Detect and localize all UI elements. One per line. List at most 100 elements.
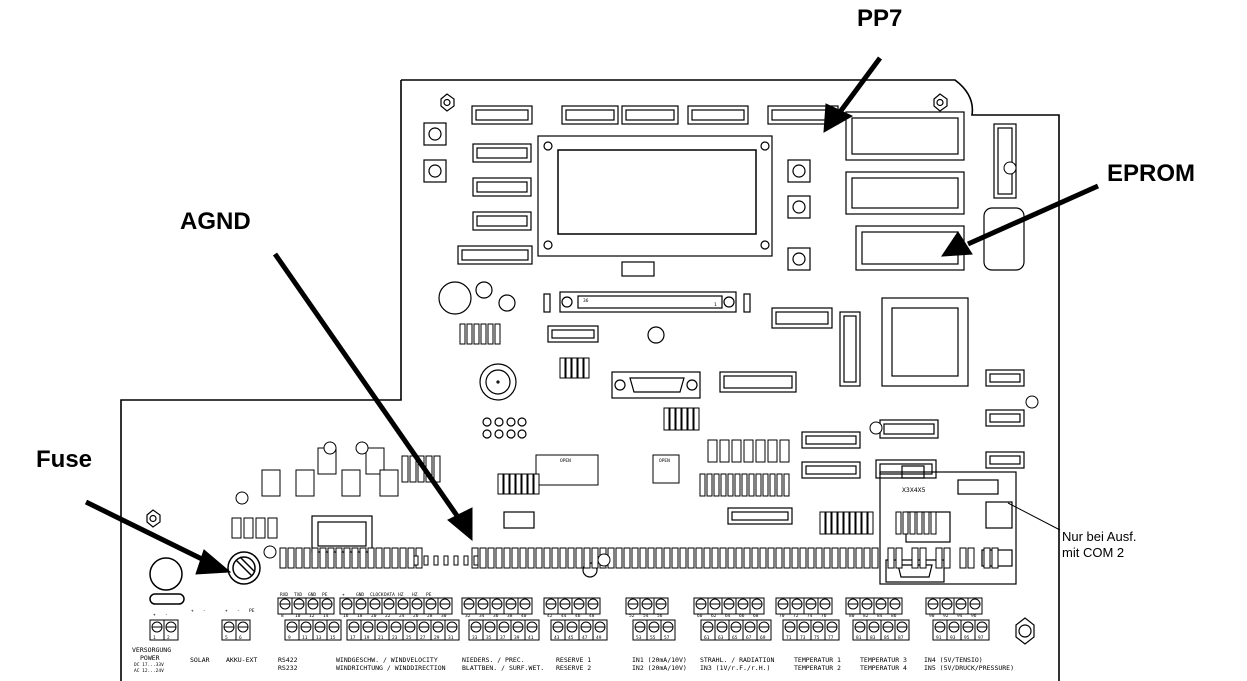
resistor bbox=[825, 511, 832, 535]
resistor bbox=[727, 547, 735, 569]
polarity-label: - bbox=[203, 609, 206, 614]
capacitor bbox=[365, 447, 385, 475]
com2-note-line-1: Nur bei Ausf. bbox=[1062, 529, 1137, 544]
capacitor bbox=[341, 469, 361, 497]
pin-number: 36 bbox=[493, 613, 499, 619]
terminal-caption: IN1 (20mA/10V) bbox=[632, 656, 687, 664]
resistor bbox=[775, 547, 783, 569]
pin-number: 40 bbox=[521, 613, 527, 619]
pin-number: 17 bbox=[350, 635, 356, 641]
pin-number: 13 bbox=[316, 635, 322, 641]
terminal-screw bbox=[592, 619, 608, 641]
signal-label: PE bbox=[426, 592, 432, 598]
resistor bbox=[663, 407, 670, 431]
polarity-label: - bbox=[165, 613, 168, 618]
pin-number: 44 bbox=[561, 613, 567, 619]
pin-number: 66 bbox=[739, 613, 745, 619]
resistor bbox=[916, 511, 923, 535]
pin-number: 81 bbox=[856, 635, 862, 641]
resistor bbox=[351, 547, 359, 569]
ic-chips bbox=[311, 105, 1025, 553]
resistor bbox=[693, 407, 700, 431]
pin-number: 21 bbox=[378, 635, 384, 641]
resistor bbox=[466, 323, 473, 345]
resistor bbox=[711, 547, 719, 569]
resistor bbox=[303, 547, 311, 569]
resistor bbox=[480, 323, 487, 345]
pin-number: 26 bbox=[413, 613, 419, 619]
terminal-caption: WINDGESCHW. / WINDVELOCITY bbox=[336, 656, 438, 664]
pin-number: 53 bbox=[636, 635, 642, 641]
pin-number: 84 bbox=[877, 613, 883, 619]
resistor bbox=[327, 547, 335, 569]
polarity-label: + bbox=[225, 609, 228, 614]
resistor bbox=[831, 511, 838, 535]
resistor bbox=[367, 547, 375, 569]
pin-number: 2 bbox=[167, 635, 170, 641]
resistor bbox=[755, 473, 762, 497]
resistor bbox=[791, 547, 799, 569]
smd-part bbox=[433, 555, 439, 566]
resistor bbox=[335, 547, 343, 569]
pin-number: 1 bbox=[153, 635, 156, 641]
pin-number: 69 bbox=[760, 635, 766, 641]
resistor bbox=[647, 547, 655, 569]
terminal-screw bbox=[817, 597, 833, 615]
terminal-caption: VERSORGUNG bbox=[132, 646, 171, 654]
pin-number: 32 bbox=[465, 613, 471, 619]
resistor bbox=[231, 517, 242, 539]
resistor bbox=[533, 473, 540, 495]
resistor bbox=[755, 439, 766, 463]
board-outline bbox=[120, 79, 1060, 681]
capacitor bbox=[379, 469, 399, 497]
resistor bbox=[267, 517, 278, 539]
resistor bbox=[255, 517, 266, 539]
resistor bbox=[967, 547, 975, 569]
terminal-screw bbox=[524, 619, 540, 641]
resistor bbox=[575, 547, 583, 569]
pin-number: 27 bbox=[420, 635, 426, 641]
terminal-block-solar: +-SOLAR bbox=[190, 609, 210, 664]
pin-number: 52 bbox=[629, 613, 635, 619]
electrolytic-capacitor bbox=[1003, 161, 1017, 175]
resistor bbox=[867, 511, 874, 535]
resistor bbox=[783, 547, 791, 569]
terminal-caption: TEMPERATUR 1 bbox=[794, 656, 841, 664]
resistor bbox=[473, 323, 480, 345]
pin-number: 43 bbox=[554, 635, 560, 641]
resistor bbox=[487, 547, 495, 569]
resistor bbox=[669, 407, 676, 431]
pin-number: 60 bbox=[697, 613, 703, 619]
potentiometers bbox=[423, 122, 811, 578]
terminal-caption: AKKU-EXT bbox=[226, 656, 257, 664]
terminal-caption: RESERVE 1 bbox=[556, 656, 591, 664]
pin-number: 23 bbox=[392, 635, 398, 641]
resistor bbox=[495, 547, 503, 569]
resistor bbox=[675, 407, 682, 431]
pin-number: 68 bbox=[753, 613, 759, 619]
pin-number: 77 bbox=[828, 635, 834, 641]
din-connector bbox=[438, 281, 527, 439]
pin-number: 86 bbox=[891, 613, 897, 619]
resistor bbox=[839, 547, 847, 569]
pin-number: 15 bbox=[330, 635, 336, 641]
signal-label: + bbox=[342, 593, 345, 598]
resistor bbox=[591, 547, 599, 569]
pin-number: 46 bbox=[575, 613, 581, 619]
pin-number: 25 bbox=[406, 635, 412, 641]
terminal-screw bbox=[653, 597, 669, 615]
resistor bbox=[399, 547, 407, 569]
terminal-screw bbox=[326, 619, 342, 641]
pin-number: 61 bbox=[704, 635, 710, 641]
signal-label: CLOCK bbox=[370, 592, 384, 598]
resistor bbox=[687, 547, 695, 569]
resistor bbox=[767, 547, 775, 569]
resistor bbox=[679, 547, 687, 569]
terminal-caption: SOLAR bbox=[190, 656, 210, 664]
